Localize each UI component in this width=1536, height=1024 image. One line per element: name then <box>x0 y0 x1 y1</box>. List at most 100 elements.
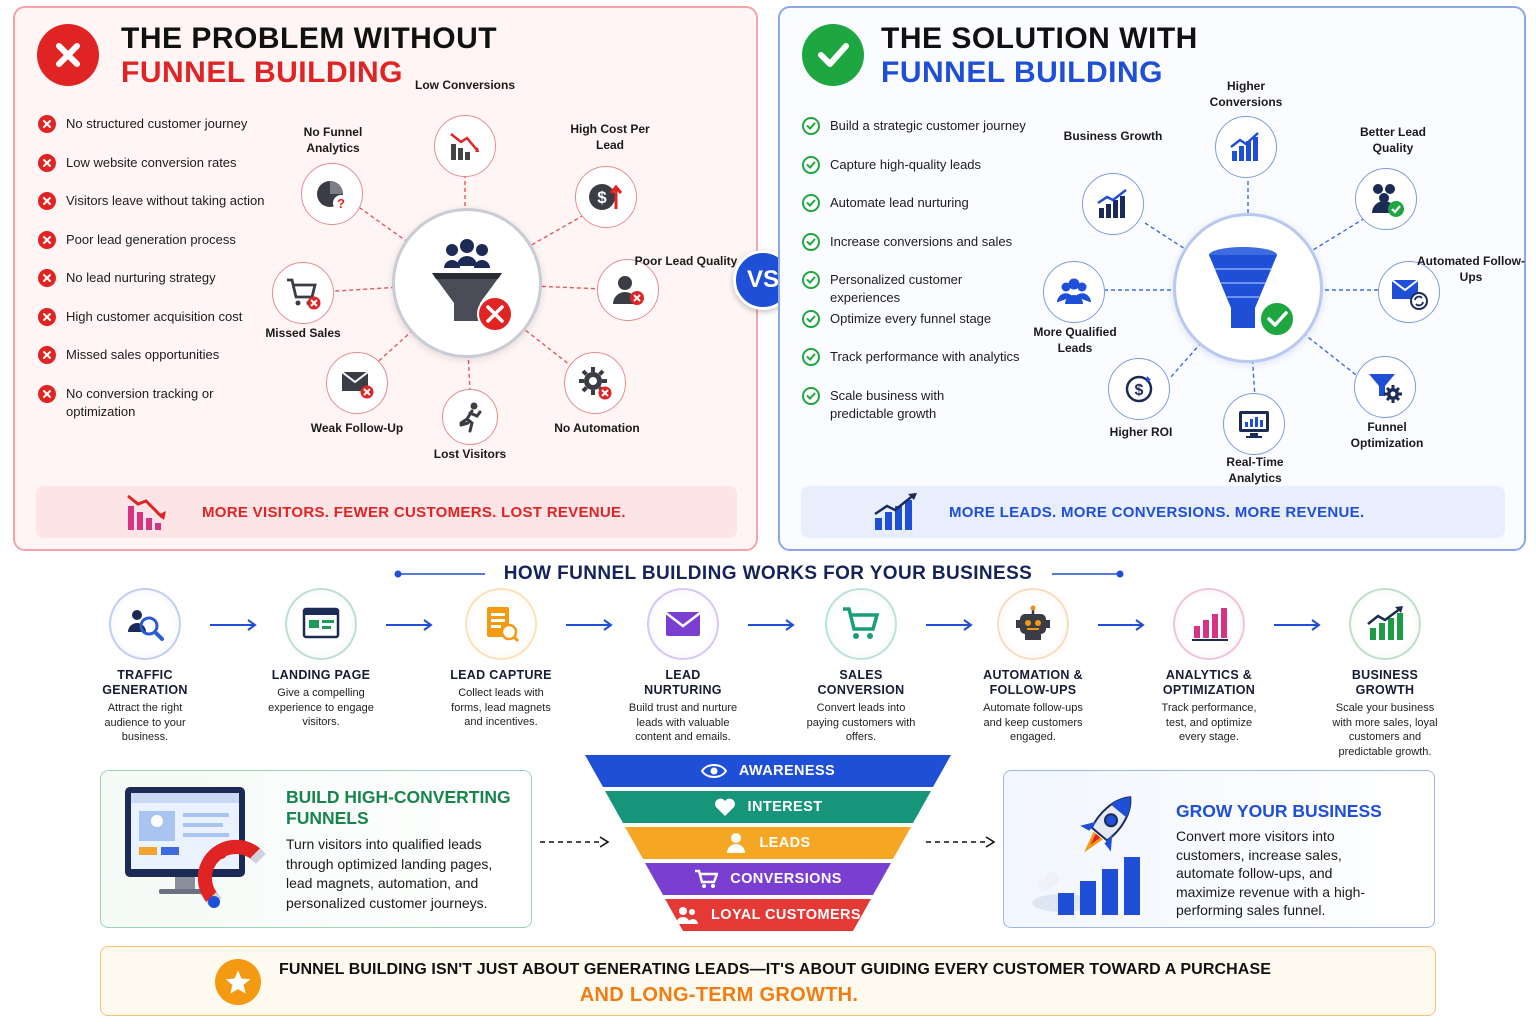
check-mark-icon <box>802 309 820 328</box>
step-desc: Attract the right audience to your busin… <box>104 702 186 743</box>
problem-panel: THE PROBLEM WITHOUT FUNNEL BUILDING No s… <box>13 6 758 551</box>
step-title: LEAD NURTURING <box>644 668 722 697</box>
item-text: Optimize every funnel stage <box>830 310 992 326</box>
more-leads-node <box>1043 261 1105 323</box>
step-title: TRAFFIC GENERATION <box>102 668 188 697</box>
users-icon <box>675 905 699 925</box>
x-mark-icon <box>38 384 56 403</box>
mail-sync-icon <box>1391 279 1428 310</box>
automated-node <box>1378 261 1440 323</box>
item-text: No conversion tracking or optimization <box>66 385 214 419</box>
solution-funnel-hub <box>1173 213 1323 363</box>
no-automation-label: No Automation <box>554 421 640 435</box>
x-mark-icon <box>38 230 56 249</box>
higher-roi-label: Higher ROI <box>1109 425 1173 439</box>
higher-roi-node: $ <box>1108 358 1170 420</box>
x-mark-icon <box>38 269 56 287</box>
form-capture-icon <box>465 588 537 660</box>
higher-conversions-node <box>1215 116 1277 178</box>
weak-followup-label: Weak Follow-Up <box>310 421 404 435</box>
funnel-stage-label: INTEREST <box>747 799 823 815</box>
broken-funnel-icon <box>432 239 513 332</box>
no-analytics-label: No Funnel Analytics <box>303 125 363 155</box>
dashed-arrow-left <box>540 836 610 848</box>
solution-item: Increase conversions and sales <box>802 232 1032 251</box>
footer-banner: FUNNEL BUILDING ISN'T JUST ABOUT GENERAT… <box>100 946 1436 1016</box>
step-title: ANALYTICS & OPTIMIZATION <box>1162 668 1256 697</box>
solution-item: Automate lead nurturing <box>802 194 1032 212</box>
check-mark-icon <box>802 155 820 174</box>
cart-x-icon <box>287 278 321 310</box>
high-cost-node: $ <box>575 166 637 228</box>
problem-title-line2: FUNNEL BUILDING <box>121 56 403 89</box>
item-text: High customer acquisition cost <box>66 308 243 324</box>
problem-banner: MORE VISITORS. FEWER CUSTOMERS. LOST REV… <box>36 486 737 538</box>
dashed-arrow-right <box>926 836 996 848</box>
funnel-gear-icon <box>1369 374 1402 403</box>
users-icon <box>1057 278 1091 304</box>
higher-conversions-label: Higher Conversions <box>1209 79 1283 109</box>
item-text: Increase conversions and sales <box>830 233 1013 249</box>
funnel-stage-label: CONVERSIONS <box>730 871 842 887</box>
funnel-stage: CONVERSIONS <box>645 863 891 895</box>
check-mark-icon <box>802 232 820 251</box>
star-icon <box>215 959 261 1005</box>
solution-banner-text: MORE LEADS. MORE CONVERSIONS. MORE REVEN… <box>949 503 1365 521</box>
person-icon <box>725 832 747 854</box>
monitor-magnet-icon <box>125 787 266 908</box>
cart-icon <box>825 588 897 660</box>
check-mark-icon <box>802 386 820 405</box>
problem-item: High customer acquisition cost <box>38 307 268 326</box>
step-title: SALES CONVERSION <box>817 668 905 697</box>
item-text: Build a strategic customer journey <box>830 118 1026 133</box>
x-mark-icon <box>38 307 56 326</box>
solution-panel: THE SOLUTION WITH FUNNEL BUILDING Build … <box>778 6 1526 551</box>
poor-quality-label: Poor Lead Quality <box>634 254 738 268</box>
step-1: TRAFFIC GENERATION Attract the right audi… <box>70 588 220 745</box>
check-mark-icon <box>802 348 820 366</box>
grow-card: GROW YOUR BUSINESS Convert more visitors… <box>1003 770 1435 928</box>
solution-item: Track performance with analytics <box>802 348 1032 366</box>
step-desc: Give a compelling experience to engage v… <box>268 687 374 728</box>
item-text: Personalized customer experiences <box>830 272 963 305</box>
steps-title-rule <box>394 570 1124 578</box>
item-text: Poor lead generation process <box>66 231 236 247</box>
users-check-icon <box>1372 184 1404 217</box>
step-arrow <box>1098 619 1145 631</box>
business-growth-label: Business Growth <box>1063 129 1163 143</box>
build-card: BUILD HIGH-CONVERTING FUNNELS Turn visit… <box>100 770 532 928</box>
chart-down-icon <box>127 494 166 530</box>
item-text: Low website conversion rates <box>66 154 237 170</box>
grow-card-title: GROW YOUR BUSINESS <box>1176 801 1382 821</box>
problem-funnel-hub <box>392 208 542 358</box>
solution-title-line2: FUNNEL BUILDING <box>881 56 1163 89</box>
x-mark-icon <box>38 192 56 210</box>
realtime-node <box>1223 393 1285 455</box>
item-text: No structured customer journey <box>66 116 248 131</box>
problem-item: No structured customer journey <box>38 115 268 133</box>
check-circle-icon <box>802 24 864 86</box>
chart-up-icon <box>874 493 917 530</box>
heart-icon <box>714 797 736 817</box>
chart-up-icon <box>1230 132 1259 161</box>
footer-line2: AND LONG-TERM GROWTH. <box>579 984 859 1006</box>
problem-title-line1: THE PROBLEM WITHOUT <box>121 22 498 55</box>
x-circle-icon <box>37 24 99 86</box>
item-text: Visitors leave without taking action <box>66 193 265 208</box>
build-card-title: BUILD HIGH-CONVERTING FUNNELS <box>286 787 511 828</box>
problem-item: No conversion tracking or optimization <box>38 384 268 421</box>
funnel-stage-label: LEADS <box>759 835 811 851</box>
solution-item: Build a strategic customer journey <box>802 117 1032 135</box>
step-desc: Track performance, test, and optimize ev… <box>1161 702 1257 743</box>
x-mark-icon <box>38 153 56 172</box>
funnel-stage-label: AWARENESS <box>738 763 836 779</box>
missed-sales-label: Missed Sales <box>265 326 341 340</box>
funnel-stage-label: LOYAL CUSTOMERS <box>711 907 861 923</box>
problem-item: Low website conversion rates <box>38 153 268 172</box>
user-x-icon <box>613 276 644 305</box>
gear-x-icon <box>579 367 612 400</box>
funnel-stage: LOYAL CUSTOMERS <box>665 899 871 931</box>
dollar-cycle-icon: $ <box>1125 375 1153 403</box>
chart-down-icon <box>450 133 479 160</box>
